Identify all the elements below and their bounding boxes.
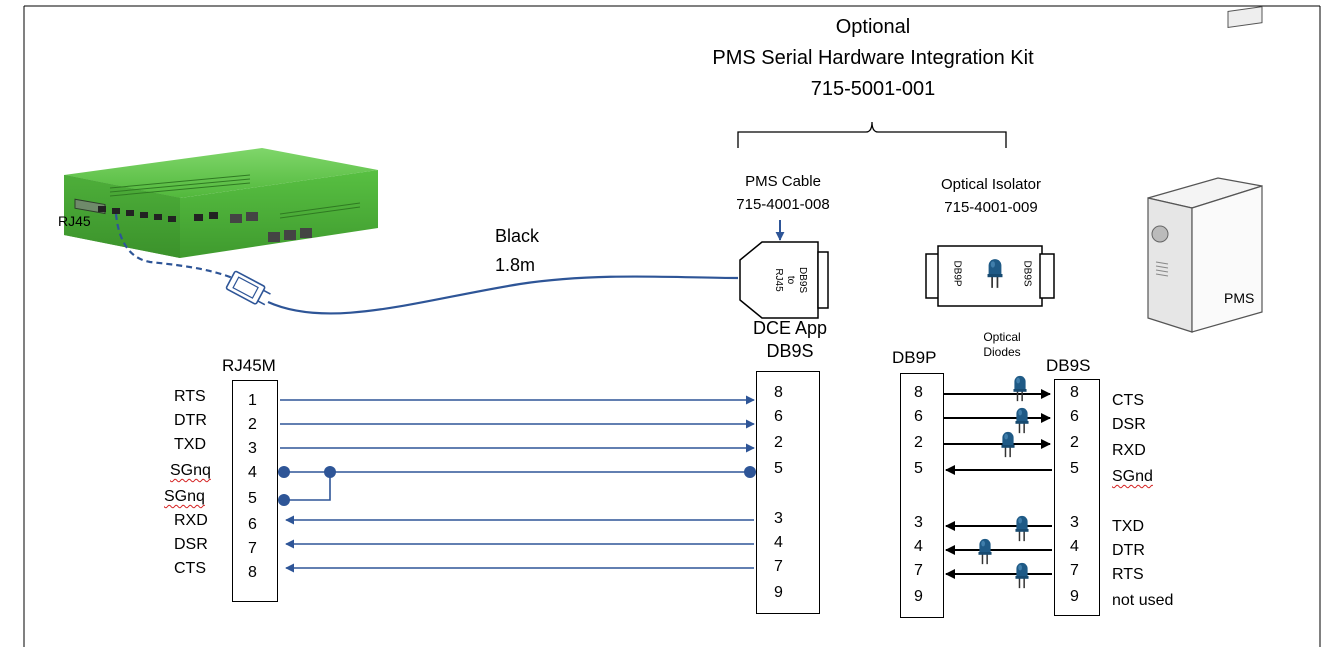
db9p-pin-5: 5: [914, 460, 923, 477]
isolator-db9s-label: DB9S: [1021, 260, 1033, 287]
db9p-pin-6: 6: [914, 408, 923, 425]
dce-pin-7: 7: [774, 558, 783, 575]
optical-diodes-line1: Optical: [983, 330, 1021, 344]
pms-cable-connector: [739, 241, 829, 319]
pms-connector-line3: RJ45: [773, 268, 784, 292]
db9s-signal-cts: CTS: [1112, 392, 1144, 409]
db9s-pin-3: 3: [1070, 514, 1079, 531]
rj45m-pin-2: 2: [248, 416, 257, 433]
rj45-dashed-cable: [114, 213, 245, 284]
router-ports: [98, 206, 312, 242]
router-rj45-label: RJ45: [58, 213, 91, 229]
db9s-pin-2: 2: [1070, 434, 1079, 451]
optical-diode-icons: [978, 375, 1029, 589]
rj45m-pin-1: 1: [248, 392, 257, 409]
optical-isolator-device: [925, 245, 1055, 307]
rj45m-signal-3: TXD: [174, 436, 206, 453]
db9s-signal-unused: not used: [1112, 592, 1174, 609]
pms-connector-line1: DB9S: [797, 266, 808, 294]
isolator-wires: [944, 389, 1052, 579]
pms-cable-name: PMS Cable: [745, 173, 821, 190]
pms-cable-connector-label: DB9S to RJ45: [760, 252, 820, 308]
db9p-pin-3: 3: [914, 514, 923, 531]
rj45m-signal-6: RXD: [174, 512, 208, 529]
db9s-pin-6: 6: [1070, 408, 1079, 425]
rj45m-signal-7: DSR: [174, 536, 208, 553]
dce-pin-3: 3: [774, 510, 783, 527]
db9s-pin-7: 7: [1070, 562, 1079, 579]
db9s-signal-dtr: DTR: [1112, 542, 1145, 559]
db9p-title: DB9P: [892, 348, 937, 367]
pms-connector-line2: to: [785, 275, 796, 285]
db9p-pin-9: 9: [914, 588, 923, 605]
rj45m-connector: [232, 380, 278, 602]
optical-diodes-line2: Diodes: [983, 345, 1021, 359]
db9p-pin-8: 8: [914, 384, 923, 401]
dce-pin-2: 2: [774, 434, 783, 451]
dce-pin-9: 9: [774, 584, 783, 601]
dce-pin-5: 5: [774, 460, 783, 477]
db9s-signal-rxd: RXD: [1112, 442, 1146, 459]
rj45m-pin-6: 6: [248, 516, 257, 533]
dce-pin-8: 8: [774, 384, 783, 401]
isolator-part: 715-4001-009: [944, 199, 1038, 216]
kit-brace: [737, 121, 1007, 148]
kit-title-name: PMS Serial Hardware Integration Kit: [712, 47, 1034, 69]
router-device: [64, 148, 378, 258]
db9p-pin-4: 4: [914, 538, 923, 555]
db9s-pin-9: 9: [1070, 588, 1079, 605]
db9s-signal-dsr: DSR: [1112, 416, 1146, 433]
dce-title: DCE App: [752, 318, 828, 338]
isolator-db9p-label: DB9P: [951, 260, 963, 287]
cable-length: 1.8m: [495, 255, 536, 275]
db9s-pin-8: 8: [1070, 384, 1079, 401]
rj45m-forward-wires: [280, 395, 755, 501]
db9p-pin-7: 7: [914, 562, 923, 579]
router-vents: [109, 174, 361, 219]
db9s-title: DB9S: [1046, 356, 1091, 375]
pms-computer: [1147, 6, 1263, 333]
cable-color: Black: [495, 226, 540, 246]
db9p-pin-2: 2: [914, 434, 923, 451]
dce-pin-4: 4: [774, 534, 783, 551]
dce-pin-6: 6: [774, 408, 783, 425]
sgnd-junction-dots: [278, 466, 756, 506]
rj45m-signal-8: CTS: [174, 560, 206, 577]
db9s-pin-4: 4: [1070, 538, 1079, 555]
black-cable: [267, 275, 739, 315]
rj45m-return-wires: [285, 515, 754, 573]
rj45m-title: RJ45M: [222, 356, 276, 375]
rj45m-signal-1: RTS: [174, 388, 206, 405]
rj45m-signal-2: DTR: [174, 412, 207, 429]
dce-db9s-connector: [756, 371, 820, 614]
db9s-signal-rts: RTS: [1112, 566, 1144, 583]
rj45m-pin-7: 7: [248, 540, 257, 557]
rj45m-pin-3: 3: [248, 440, 257, 457]
rj45m-signal-4: SGnq: [170, 462, 211, 479]
rj45m-pin-8: 8: [248, 564, 257, 581]
rj45m-pin-5: 5: [248, 490, 257, 507]
db9s-connector: [1054, 379, 1100, 616]
pc-label: PMS: [1224, 290, 1255, 306]
pms-cable-part: 715-4001-008: [736, 196, 830, 213]
rj45m-signal-5: SGnq: [164, 488, 205, 505]
dce-subtitle: DB9S: [766, 341, 814, 361]
db9s-signal-txd: TXD: [1112, 518, 1144, 535]
kit-part-number: 715-5001-001: [810, 78, 936, 100]
isolator-name: Optical Isolator: [940, 176, 1042, 193]
db9s-signal-sgnd: SGnd: [1112, 468, 1153, 485]
rj45-plug: [225, 270, 271, 306]
rj45m-pin-4: 4: [248, 464, 257, 481]
wire-sgnd-jumper: [284, 472, 331, 501]
kit-title-optional: Optional: [835, 16, 911, 38]
db9p-connector: [900, 373, 944, 618]
db9s-pin-5: 5: [1070, 460, 1079, 477]
